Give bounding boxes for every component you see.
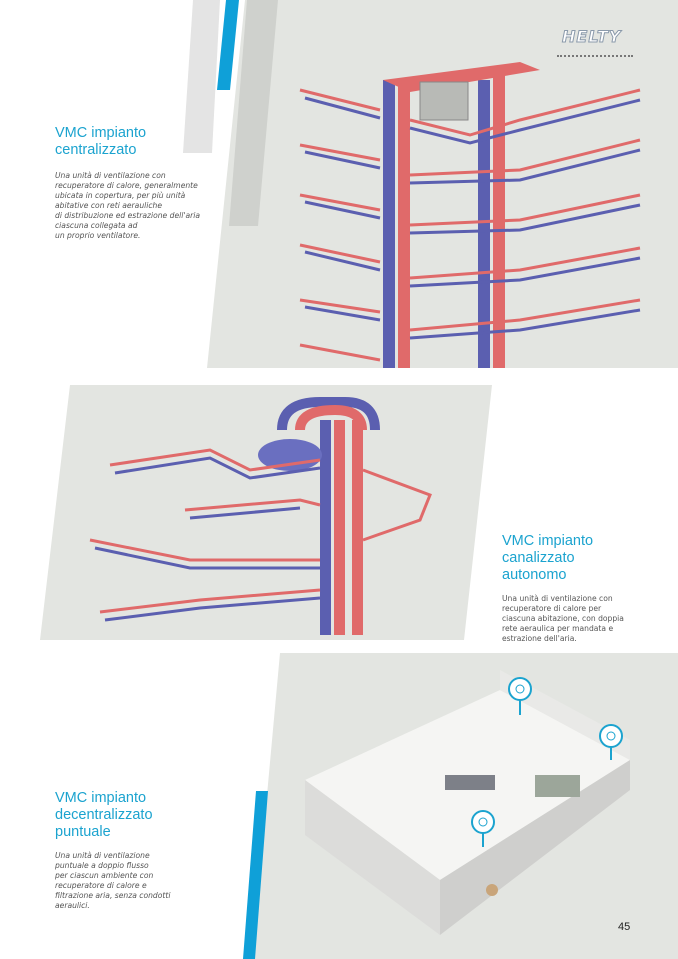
section-description: Una unità di ventilazione con recuperato… (502, 594, 624, 644)
desc-line: recuperatore di calore per (502, 604, 602, 613)
desc-line: recuperatore di calore e (55, 881, 147, 890)
section-description: Una unità di ventilazione con recuperato… (55, 171, 200, 241)
section-title: VMC impianto decentralizzato puntuale (55, 790, 170, 841)
desc-line: ubicata in copertura, per più unità (55, 191, 186, 200)
desc-line: Una unità di ventilazione con (55, 171, 166, 180)
desc-line: ciascuna collegata ad (55, 221, 138, 230)
desc-line: puntuale a doppio flusso (55, 861, 149, 870)
section-decentralized: VMC impianto decentralizzato puntuale Un… (55, 790, 170, 911)
location-pin-icon (471, 677, 623, 847)
desc-line: di distribuzione ed estrazione dell'aria (55, 211, 200, 220)
desc-line: Una unità di ventilazione con (502, 594, 613, 603)
centralized-illustration-panel (207, 0, 678, 368)
section-title: VMC impianto canalizzato autonomo (502, 533, 624, 584)
desc-line: aeraulici. (55, 901, 90, 910)
decorative-stripe-dark (229, 0, 278, 226)
desc-line: abitative con reti aerauliche (55, 201, 163, 210)
desc-line: Una unità di ventilazione (55, 851, 150, 860)
title-line: centralizzato (55, 142, 137, 158)
fan-icon (478, 684, 616, 827)
centralized-system-illustration (299, 62, 641, 368)
decorative-stripe-blue (217, 0, 239, 90)
title-line: canalizzato (502, 550, 575, 566)
decorative-stripe-light (183, 0, 220, 153)
apartment-illustration (305, 670, 630, 935)
section-canalized: VMC impianto canalizzato autonomo Una un… (502, 533, 624, 644)
desc-line: filtrazione aria, senza condotti (55, 891, 171, 900)
title-line: puntuale (55, 824, 111, 840)
section-title: VMC impianto centralizzato (55, 125, 200, 159)
brand-logo: HELTY (561, 27, 622, 47)
section-centralized: VMC impianto centralizzato Una unità di … (55, 125, 200, 241)
canalized-system-illustration (89, 397, 432, 635)
logo-dotted-divider (557, 55, 633, 57)
desc-line: estrazione dell'aria. (502, 634, 577, 643)
desc-line: un proprio ventilatore. (55, 231, 141, 240)
desc-line: per ciascun ambiente con (55, 871, 154, 880)
desc-line: rete aeraulica per mandata e (502, 624, 614, 633)
title-line: autonomo (502, 567, 567, 583)
title-line: VMC impianto (55, 790, 147, 806)
section-description: Una unità di ventilazione puntuale a dop… (55, 851, 170, 911)
decorative-stripe-blue-bottom (243, 791, 268, 959)
title-line: decentralizzato (55, 807, 153, 823)
desc-line: recuperatore di calore, generalmente (55, 181, 198, 190)
title-line: VMC impianto (55, 125, 147, 141)
desc-line: ciascuna abitazione, con doppia (502, 614, 624, 623)
title-line: VMC impianto (502, 533, 594, 549)
page-number: 45 (618, 921, 631, 933)
